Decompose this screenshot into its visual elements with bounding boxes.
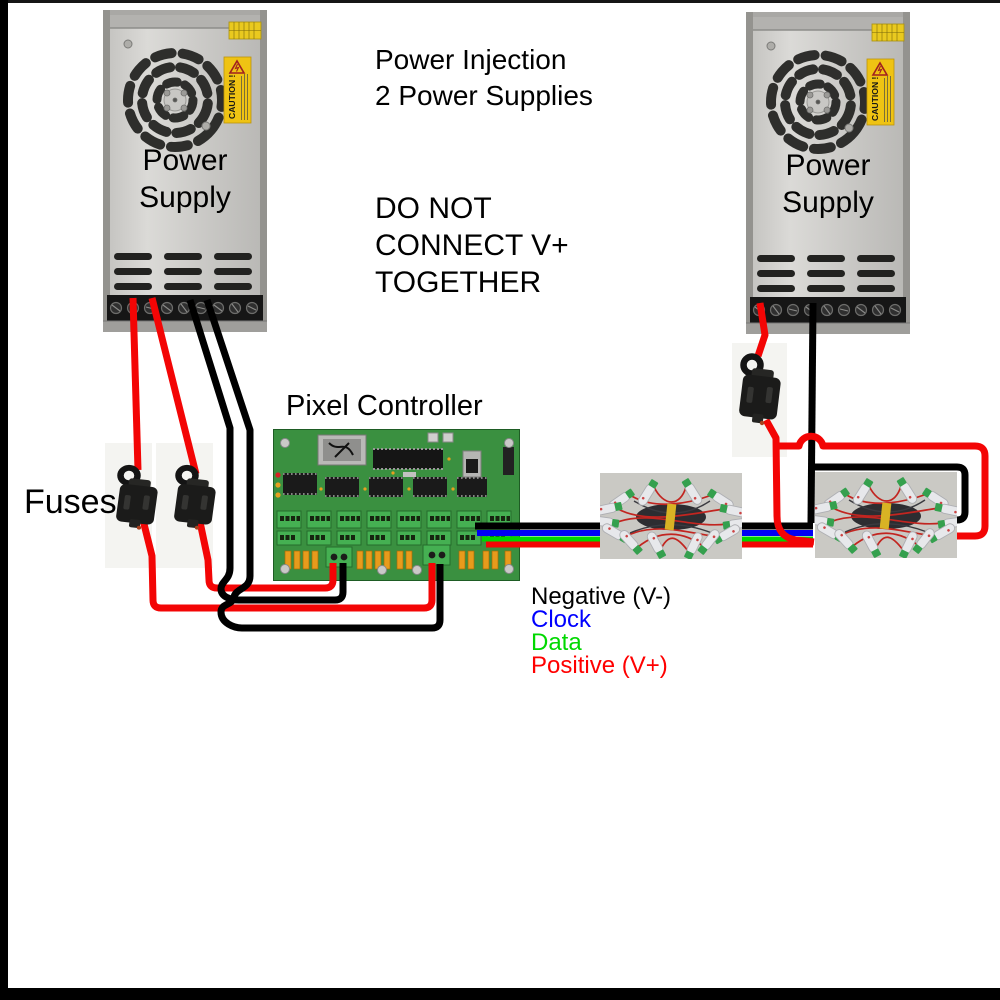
- left-border: [0, 0, 8, 1000]
- legend-positive: Positive (V+): [531, 652, 668, 679]
- ethernet-jack: [317, 434, 367, 466]
- output-terminal-blocks: [276, 510, 512, 546]
- top-border: [0, 0, 1000, 3]
- driver-chips: [283, 473, 487, 497]
- legend-clock: Clock: [531, 606, 592, 633]
- wire-color-legend: Negative (V-) Clock Data Positive (V+): [531, 583, 672, 679]
- pixel-string-2: [815, 472, 957, 558]
- regulator: [462, 450, 482, 478]
- diagram-title: Power Injection 2 Power Supplies: [375, 44, 593, 111]
- edge-connector: [503, 447, 514, 475]
- fuse-right: [735, 350, 785, 430]
- power-supply-left-label: Power Supply: [139, 144, 231, 214]
- bottom-border: [0, 988, 1000, 1000]
- negative-wires: [186, 298, 969, 632]
- passives: [319, 457, 455, 491]
- reset-button: [442, 432, 454, 443]
- pixel-controller-board: [273, 429, 520, 581]
- power-supply-right-label: Power Supply: [782, 149, 874, 219]
- warning-text: DO NOT CONNECT V+ TOGETHER: [375, 192, 569, 299]
- main-chip: [373, 449, 443, 469]
- fuses-label: Fuses: [24, 483, 117, 521]
- pixel-string-1: [600, 473, 742, 559]
- status-leds: [275, 472, 281, 498]
- pixel-controller-label: Pixel Controller: [286, 390, 483, 422]
- legend-negative: Negative (V-): [531, 583, 672, 610]
- power-input-terminal-1: [325, 546, 353, 568]
- mounting-holes: [280, 438, 514, 575]
- power-input-terminal-2: [422, 544, 451, 566]
- fuse-left-2: [170, 462, 220, 534]
- legend-data: Data: [531, 629, 582, 656]
- positive-wires: [129, 297, 815, 612]
- prog-button: [427, 432, 439, 443]
- positive-injection-jumper: [777, 432, 989, 540]
- fuse-left-1: [112, 462, 162, 534]
